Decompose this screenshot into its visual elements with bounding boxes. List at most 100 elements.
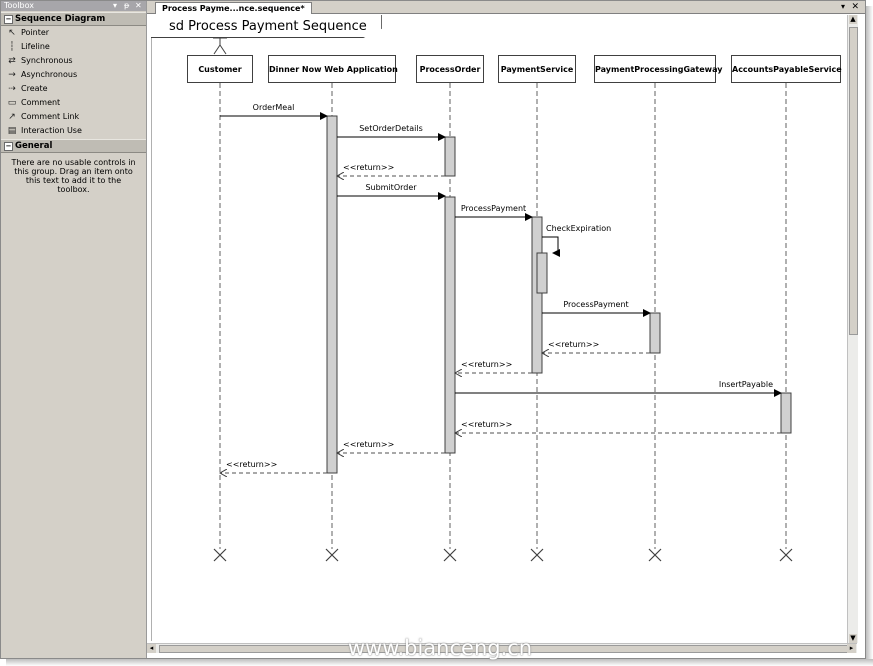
- toolbox-item-pointer[interactable]: ↖ Pointer: [1, 26, 146, 40]
- toolbox-group-label: General: [15, 141, 53, 151]
- message-label: <<return>>: [461, 420, 512, 429]
- tab-close-icon[interactable]: ✕: [851, 2, 859, 12]
- toolbox-item-label: Pointer: [21, 28, 50, 37]
- toolbox-item-asynchronous[interactable]: → Asynchronous: [1, 68, 146, 82]
- lifeline-destruction-icon: [779, 548, 793, 562]
- toolbox-dropdown-icon[interactable]: ▾: [113, 1, 118, 10]
- message-label: InsertPayable: [719, 380, 773, 389]
- toolbox-item-label: Lifeline: [21, 42, 50, 51]
- toolbox-title-bar: Toolbox ▾ ᵽ ✕: [1, 1, 146, 11]
- lifeline-webapp[interactable]: Dinner Now Web Application: [268, 55, 398, 83]
- toolbox-item-comment-link[interactable]: ↗ Comment Link: [1, 110, 146, 124]
- activation-bar-webapp[interactable]: [326, 115, 338, 474]
- toolbox-item-synchronous[interactable]: ⇄ Synchronous: [1, 54, 146, 68]
- lifeline-label: PaymentProcessingGateway: [595, 65, 723, 74]
- message-label: <<return>>: [548, 340, 599, 349]
- comment-icon: ▭: [7, 98, 17, 108]
- activation-bar-gateway[interactable]: [649, 312, 661, 354]
- message-label: ProcessPayment: [461, 204, 526, 213]
- scroll-down-icon[interactable]: ▼: [849, 634, 857, 643]
- diagram-frame-title[interactable]: sd Process Payment Sequence: [151, 15, 382, 38]
- message-return[interactable]: <<return>>: [337, 163, 445, 176]
- toolbox-item-label: Synchronous: [21, 56, 73, 65]
- window-shadow: [6, 659, 873, 666]
- lifeline-destruction-icon: [530, 548, 544, 562]
- document-area: Process Payme...nce.sequence* ▾ ✕ OrderM: [147, 1, 865, 658]
- message-call[interactable]: SetOrderDetails: [337, 124, 446, 141]
- window-shadow: [866, 6, 873, 666]
- toolbox-item-comment[interactable]: ▭ Comment: [1, 96, 146, 110]
- lifeline-label: AccountsPayableService: [732, 65, 842, 74]
- message-return[interactable]: <<return>>: [455, 420, 781, 433]
- vertical-scroll-thumb[interactable]: [849, 27, 858, 335]
- message-label: SubmitOrder: [365, 183, 417, 192]
- toolbox-group-sequence-diagram[interactable]: − Sequence Diagram: [1, 12, 146, 26]
- message-label: CheckExpiration: [546, 224, 611, 233]
- tab-process-payment-sequence[interactable]: Process Payme...nce.sequence*: [155, 2, 312, 14]
- lifeline-destruction-icon: [443, 548, 457, 562]
- watermark: www.bianceng.cn: [347, 636, 533, 660]
- message-label: OrderMeal: [253, 103, 295, 112]
- toolbox-close-icon[interactable]: ✕: [135, 1, 142, 10]
- lifeline-destruction-icon: [213, 548, 227, 562]
- toolbox-item-lifeline[interactable]: ┆Lifeline: [1, 40, 146, 54]
- toolbox-group-label: Sequence Diagram: [15, 14, 106, 24]
- lifeline-paymentservice[interactable]: PaymentService: [498, 55, 576, 83]
- lifeline-customer[interactable]: Customer: [187, 55, 253, 83]
- lifeline-label: ProcessOrder: [419, 65, 481, 74]
- vertical-scrollbar[interactable]: ▲ ▼: [847, 15, 858, 643]
- toolbox-item-interaction-use[interactable]: ▤ Interaction Use: [1, 124, 146, 138]
- general-group-empty-note: There are no usable controls in this gro…: [11, 158, 136, 194]
- synchronous-message-icon: ⇄: [8, 56, 16, 66]
- lifeline-payable[interactable]: AccountsPayableService: [731, 55, 842, 83]
- scroll-up-icon[interactable]: ▲: [849, 15, 857, 24]
- scroll-right-icon[interactable]: ▸: [847, 644, 856, 653]
- lifeline-destruction-icon: [325, 548, 339, 562]
- lifeline-gateway[interactable]: PaymentProcessingGateway: [594, 55, 722, 83]
- message-call[interactable]: OrderMeal: [220, 103, 328, 120]
- lifeline-label: PaymentService: [500, 65, 574, 74]
- message-arrow: [542, 236, 560, 257]
- activation-bar-paymentservice[interactable]: [531, 216, 543, 374]
- toolbox-item-label: Comment: [21, 98, 61, 107]
- message-call[interactable]: ProcessPayment: [455, 204, 533, 221]
- lifeline-label: Dinner Now Web Application: [269, 65, 398, 74]
- pointer-icon: ↖: [8, 28, 16, 38]
- message-call[interactable]: SubmitOrder: [337, 183, 446, 200]
- collapse-icon[interactable]: −: [4, 15, 13, 24]
- toolbox-item-label: Asynchronous: [21, 70, 78, 79]
- message-label: SetOrderDetails: [359, 124, 423, 133]
- message-label: ProcessPayment: [563, 300, 628, 309]
- lifeline-processorder[interactable]: ProcessOrder: [416, 55, 484, 83]
- scroll-left-icon[interactable]: ◂: [147, 644, 156, 653]
- activation-bar-processorder[interactable]: [444, 196, 456, 454]
- interaction-use-icon: ▤: [7, 126, 17, 136]
- toolbox-item-label: Interaction Use: [21, 126, 82, 135]
- horizontal-scrollbar[interactable]: ◂ ▸: [147, 643, 857, 653]
- message-return[interactable]: <<return>>: [220, 460, 327, 473]
- document-tab-strip: Process Payme...nce.sequence* ▾ ✕: [147, 1, 865, 14]
- tab-list-dropdown-icon[interactable]: ▾: [840, 2, 845, 11]
- lifeline-label: Customer: [198, 65, 242, 74]
- lifeline-destruction-icon: [648, 548, 662, 562]
- message-call[interactable]: CheckExpiration: [542, 224, 611, 257]
- message-call[interactable]: ProcessPayment: [542, 300, 651, 317]
- toolbox-item-list: ↖ Pointer ┆Lifeline ⇄ Synchronous → Asynchrono…: [1, 26, 146, 138]
- toolbox-item-create[interactable]: ⇢Create: [1, 82, 146, 96]
- message-return[interactable]: <<return>>: [455, 360, 532, 373]
- collapse-icon[interactable]: −: [4, 142, 13, 151]
- toolbox-group-general[interactable]: − General: [1, 139, 146, 153]
- activation-bar-paymentservice[interactable]: [536, 252, 548, 294]
- toolbox-item-label: Comment Link: [21, 112, 80, 121]
- toolbox-pin-icon[interactable]: ᵽ: [124, 1, 130, 10]
- message-call[interactable]: InsertPayable: [455, 380, 782, 397]
- asynchronous-message-icon: →: [8, 70, 16, 80]
- activation-bar-processorder[interactable]: [444, 136, 456, 177]
- comment-link-icon: ↗: [8, 112, 16, 122]
- message-return[interactable]: <<return>>: [337, 440, 445, 453]
- message-return[interactable]: <<return>>: [542, 340, 650, 353]
- activation-bar-payable[interactable]: [780, 392, 792, 434]
